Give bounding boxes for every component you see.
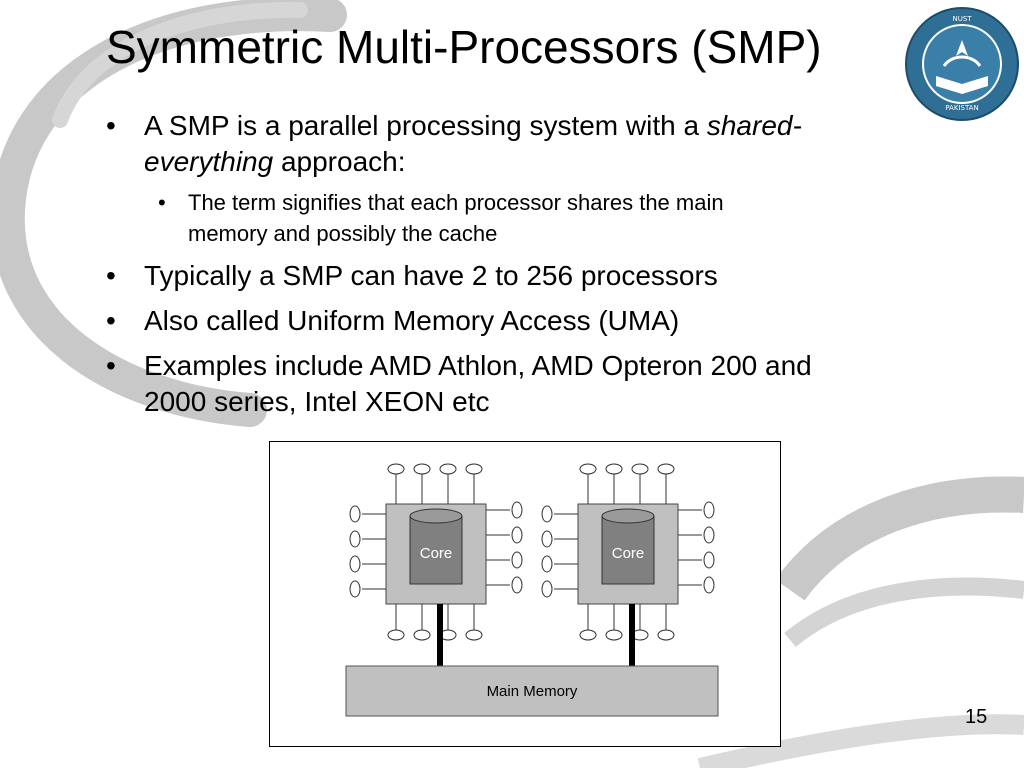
- core-top: [409, 508, 463, 524]
- pin-contact: [703, 526, 715, 544]
- bullet-item: • Typically a SMP can have 2 to 256 proc…: [106, 260, 718, 291]
- pin-contact: [579, 463, 597, 475]
- pin-contact: [541, 505, 553, 523]
- svg-text:NUST: NUST: [952, 15, 972, 23]
- main-memory-block: [345, 665, 719, 717]
- pin-contact: [349, 580, 361, 598]
- smp-diagram-graphic: Core Core Main Memory: [345, 463, 719, 717]
- pin-contact: [413, 463, 431, 475]
- pin-contact: [465, 629, 483, 641]
- pin-contact: [413, 629, 431, 641]
- pin-contact: [349, 555, 361, 573]
- pin-contact: [465, 463, 483, 475]
- pin-contact: [703, 576, 715, 594]
- pin-contact: [541, 580, 553, 598]
- core-label: Core: [612, 545, 645, 562]
- pin-contact: [605, 463, 623, 475]
- pin-contact: [657, 463, 675, 475]
- pin-contact: [349, 530, 361, 548]
- pin-contact: [657, 629, 675, 641]
- processor-chip: Core: [349, 463, 523, 666]
- core-body: [601, 515, 655, 585]
- processor-chip: Core: [541, 463, 715, 666]
- pin-contact: [511, 501, 523, 519]
- core-label: Core: [420, 545, 453, 562]
- bullet-item: • A SMP is a parallel processing system …: [106, 110, 802, 177]
- pin-contact: [541, 530, 553, 548]
- sub-bullet-item: • The term signifies that each processor…: [158, 190, 724, 246]
- bullet-item: • Examples include AMD Athlon, AMD Opter…: [106, 350, 812, 417]
- university-logo-seal: NUST PAKISTAN: [905, 7, 1019, 121]
- slide-title: Symmetric Multi-Processors (SMP): [106, 21, 822, 73]
- pin-contact: [631, 463, 649, 475]
- core-body: [409, 515, 463, 585]
- svg-text:PAKISTAN: PAKISTAN: [945, 104, 978, 112]
- core-top: [601, 508, 655, 524]
- bullet-item: • Also called Uniform Memory Access (UMA…: [106, 305, 680, 336]
- pin-contact: [579, 629, 597, 641]
- pin-contact: [387, 463, 405, 475]
- pin-contact: [387, 629, 405, 641]
- pin-contact: [703, 501, 715, 519]
- pin-contact: [511, 551, 523, 569]
- pin-contact: [439, 463, 457, 475]
- pin-contact: [511, 526, 523, 544]
- pin-contact: [703, 551, 715, 569]
- pin-contact: [605, 629, 623, 641]
- main-memory-label: Main Memory: [487, 683, 578, 700]
- pin-contact: [511, 576, 523, 594]
- pin-contact: [349, 505, 361, 523]
- smp-diagram: Core Core Main Memory: [269, 441, 781, 747]
- pin-contact: [541, 555, 553, 573]
- page-number: 15: [965, 706, 988, 728]
